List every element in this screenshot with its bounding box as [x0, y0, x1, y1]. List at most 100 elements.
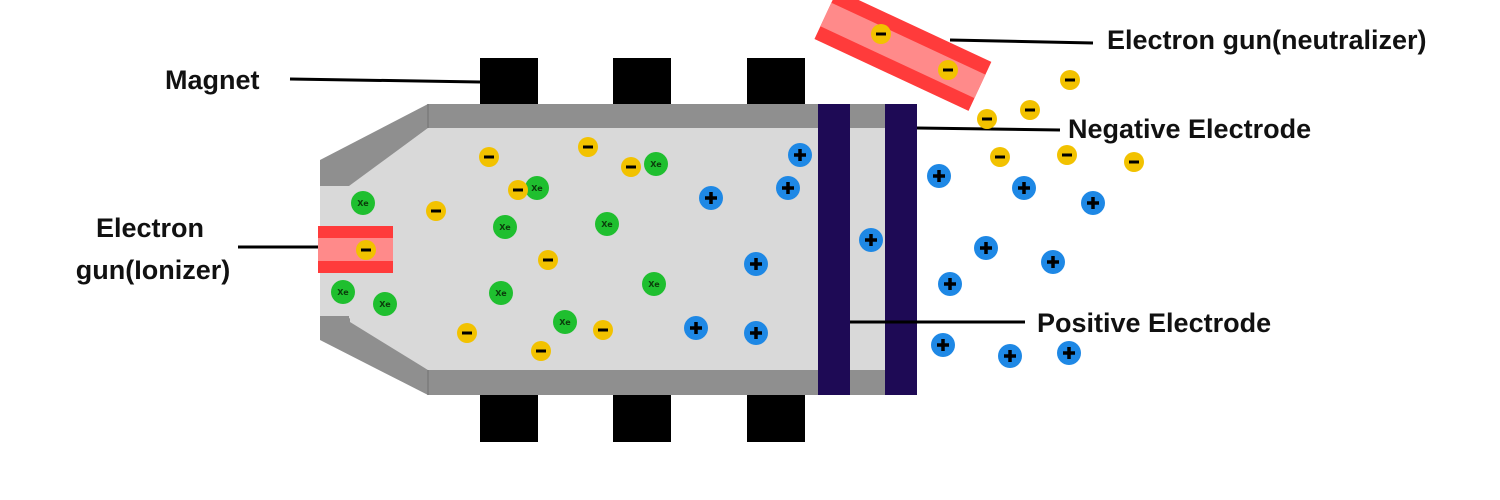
- xenon-atom-symbol: Xe: [495, 289, 507, 298]
- electron-icon: [1020, 100, 1040, 120]
- electron-icon: [457, 323, 477, 343]
- ion-icon: [776, 176, 800, 200]
- ion-icon: [938, 272, 962, 296]
- xenon-atom-icon: Xe: [525, 176, 549, 200]
- ion-plus-vertical: [941, 339, 945, 351]
- negative-electrode-label: Negative Electrode: [1068, 114, 1311, 144]
- xenon-atom-icon: Xe: [642, 272, 666, 296]
- ion-icon: [927, 164, 951, 188]
- electron-icon: [426, 201, 446, 221]
- xenon-atom-body: [493, 215, 517, 239]
- xenon-atom-symbol: Xe: [531, 184, 543, 193]
- magnet-bottom-3: [747, 394, 805, 442]
- ion-icon: [684, 316, 708, 340]
- xenon-atom-body: [525, 176, 549, 200]
- xenon-atom-icon: Xe: [493, 215, 517, 239]
- ion-icon: [744, 321, 768, 345]
- electron-minus-sign: [982, 117, 992, 121]
- electron-icon: [871, 24, 891, 44]
- xenon-atom-body: [595, 212, 619, 236]
- electrodes: [818, 104, 917, 395]
- electron-icon: [1124, 152, 1144, 172]
- electron-gun-ionizer: [318, 226, 393, 273]
- xenon-atom-symbol: Xe: [337, 288, 349, 297]
- ion-plus-vertical: [937, 170, 941, 182]
- ion-plus-vertical: [754, 258, 758, 270]
- ion-plus-vertical: [1022, 182, 1026, 194]
- xenon-atom-icon: Xe: [595, 212, 619, 236]
- electron-icon: [538, 250, 558, 270]
- ion-plus-vertical: [786, 182, 790, 194]
- ion-icon: [744, 252, 768, 276]
- electron-minus-sign: [431, 209, 441, 213]
- xenon-atom-body: [644, 152, 668, 176]
- xenon-atom-icon: Xe: [373, 292, 397, 316]
- xenon-atom-body: [373, 292, 397, 316]
- electron-icon: [593, 320, 613, 340]
- ion-plus-vertical: [948, 278, 952, 290]
- ion-plus-vertical: [1067, 347, 1071, 359]
- positive-electrode: [818, 104, 850, 395]
- ion-icon: [1041, 250, 1065, 274]
- chamber: [320, 104, 915, 395]
- electron-minus-sign: [1062, 153, 1072, 157]
- electron-minus-sign: [943, 68, 953, 72]
- xenon-atom-body: [553, 310, 577, 334]
- positive-electrode-label: Positive Electrode: [1037, 308, 1271, 338]
- electron-icon: [621, 157, 641, 177]
- ionizer-label-line1: Electron: [96, 213, 204, 243]
- electron-icon: [977, 109, 997, 129]
- ion-plus-vertical: [798, 149, 802, 161]
- electron-minus-sign: [583, 145, 593, 149]
- magnet-label: Magnet: [165, 65, 260, 95]
- electron-minus-sign: [361, 248, 371, 252]
- electron-minus-sign: [1025, 108, 1035, 112]
- xenon-atom-icon: Xe: [489, 281, 513, 305]
- xenon-atom-symbol: Xe: [648, 280, 660, 289]
- xenon-atom-icon: Xe: [644, 152, 668, 176]
- ion-icon: [859, 228, 883, 252]
- electron-minus-sign: [462, 331, 472, 335]
- magnet-top-3: [747, 58, 805, 106]
- electron-minus-sign: [876, 32, 886, 36]
- ion-plus-vertical: [984, 242, 988, 254]
- xenon-atom-symbol: Xe: [601, 220, 613, 229]
- electron-icon: [479, 147, 499, 167]
- electron-minus-sign: [543, 258, 553, 262]
- xenon-atom-body: [351, 191, 375, 215]
- xenon-atom-symbol: Xe: [559, 318, 571, 327]
- ion-plus-vertical: [694, 322, 698, 334]
- electron-minus-sign: [1065, 78, 1075, 82]
- electron-icon: [356, 240, 376, 260]
- xenon-atom-symbol: Xe: [357, 199, 369, 208]
- electron-icon: [1060, 70, 1080, 90]
- ion-icon: [931, 333, 955, 357]
- electron-icon: [508, 180, 528, 200]
- ion-plus-vertical: [754, 327, 758, 339]
- ion-plus-vertical: [869, 234, 873, 246]
- ion-icon: [974, 236, 998, 260]
- electron-icon: [1057, 145, 1077, 165]
- electron-minus-sign: [536, 349, 546, 353]
- xenon-atom-icon: Xe: [351, 191, 375, 215]
- xenon-atom-symbol: Xe: [650, 160, 662, 169]
- xenon-atom-symbol: Xe: [379, 300, 391, 309]
- ion-icon: [699, 186, 723, 210]
- ion-icon: [788, 143, 812, 167]
- electron-icon: [990, 147, 1010, 167]
- chamber-interior-fill: [349, 128, 915, 370]
- electron-minus-sign: [484, 155, 494, 159]
- electron-icon: [578, 137, 598, 157]
- ionizer-label-line2: gun(Ionizer): [76, 255, 230, 285]
- ionizer-core: [318, 238, 393, 261]
- leader-lines: [238, 38, 1094, 324]
- ion-plus-vertical: [709, 192, 713, 204]
- negative-electrode-leader: [916, 126, 1061, 132]
- negative-electrode: [885, 104, 917, 395]
- xenon-atom-body: [331, 280, 355, 304]
- magnet-top-1: [480, 58, 538, 106]
- xenon-atom-icon: Xe: [331, 280, 355, 304]
- ion-icon: [1012, 176, 1036, 200]
